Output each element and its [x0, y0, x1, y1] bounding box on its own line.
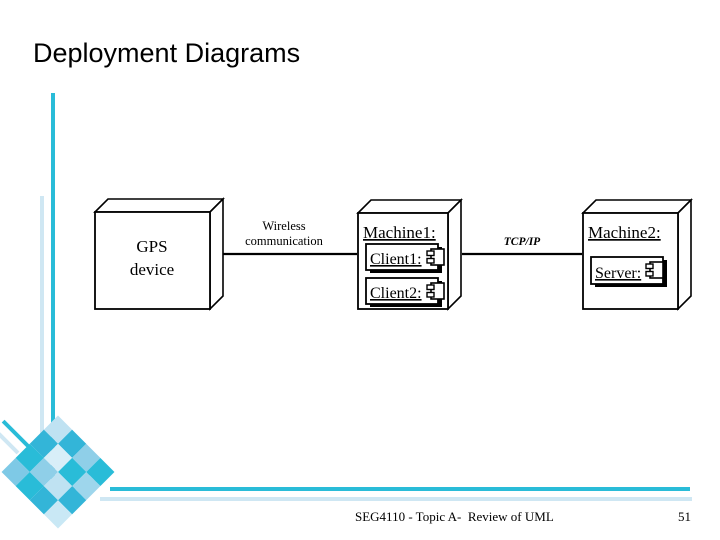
- footer-text: SEG4110 - Topic A- Review of UML: [355, 509, 554, 524]
- component-client1[interactable]: Client1:: [365, 243, 445, 273]
- component-icon: [426, 282, 445, 300]
- edge-label-wireless: Wireless communication: [245, 219, 324, 248]
- component-server-label: Server:: [595, 265, 641, 282]
- edge-label-wireless-line1: Wireless: [262, 219, 305, 233]
- component-server[interactable]: Server:: [590, 256, 667, 287]
- footer-page-number: 51: [678, 509, 691, 524]
- node-machine2[interactable]: Machine2: Server:: [581, 198, 693, 311]
- node-machine1-label: Machine1:: [363, 223, 436, 242]
- component-client2-label: Client2:: [370, 285, 422, 302]
- component-icon: [645, 261, 664, 279]
- edge-label-wireless-line2: communication: [245, 234, 324, 248]
- node-machine2-label: Machine2:: [588, 223, 661, 242]
- node-gps-label-line1: GPS: [136, 237, 167, 256]
- component-client1-label: Client1:: [370, 251, 422, 268]
- slide-title: Deployment Diagrams: [33, 38, 301, 68]
- node-gps-device[interactable]: GPS device: [93, 197, 225, 311]
- component-icon: [426, 248, 445, 266]
- component-client2[interactable]: Client2:: [365, 277, 445, 307]
- node-gps-label-line2: device: [130, 260, 174, 279]
- edge-label-tcpip-text: TCP/IP: [504, 236, 541, 248]
- node-machine1[interactable]: Machine1: Client1:: [356, 198, 463, 311]
- edge-label-tcpip: TCP/IP: [504, 236, 541, 248]
